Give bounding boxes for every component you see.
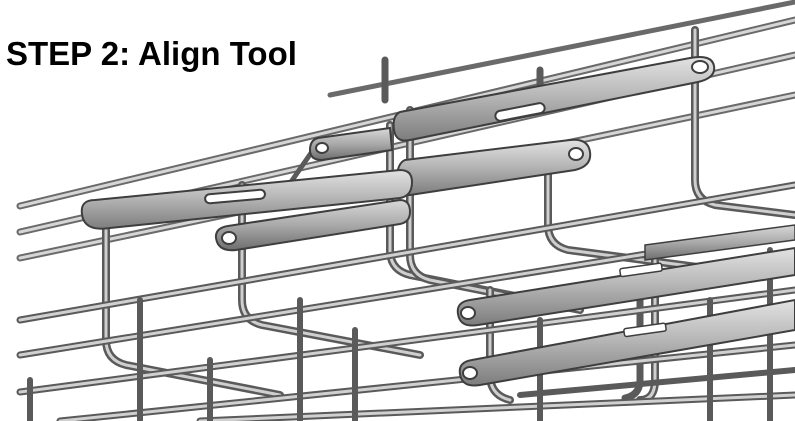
splice-clip-upper	[392, 56, 716, 142]
splice-clip-left-upper	[80, 168, 414, 230]
step-title: STEP 2: Align Tool	[6, 35, 297, 72]
longitudinal-wires-lower	[16, 181, 795, 421]
splice-clip-left-lower	[214, 198, 412, 252]
splice-clip-back	[308, 126, 394, 162]
splice-clip-middle	[395, 138, 592, 197]
splice-clip-right-lower	[458, 298, 795, 387]
floor-cross-wires	[27, 247, 773, 421]
splice-clip-right-upper	[456, 224, 795, 327]
